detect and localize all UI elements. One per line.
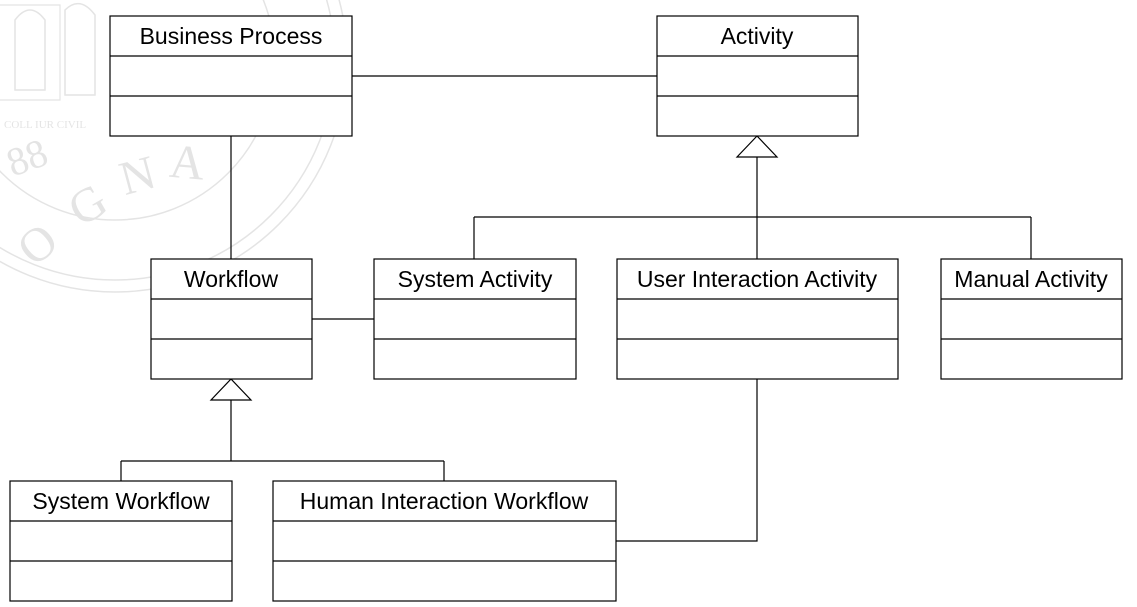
class-name-human-interaction-workflow: Human Interaction Workflow xyxy=(300,488,589,514)
class-name-activity: Activity xyxy=(721,23,794,49)
seal-letter-o: O xyxy=(7,213,68,276)
class-business-process: Business Process xyxy=(109,15,353,137)
seal-letter-n: N xyxy=(114,146,161,206)
class-manual-activity: Manual Activity xyxy=(940,258,1123,380)
seal-letter-g: G xyxy=(60,174,117,237)
connectors xyxy=(120,75,1032,542)
class-name-business-process: Business Process xyxy=(140,23,323,49)
class-activity: Activity xyxy=(656,15,859,137)
generalization-triangle-activity xyxy=(735,135,779,158)
seal-numerals: 88 xyxy=(0,129,53,185)
class-name-system-workflow: System Workflow xyxy=(32,488,210,514)
class-human-interaction-workflow: Human Interaction Workflow xyxy=(272,480,617,602)
class-name-system-activity: System Activity xyxy=(398,266,553,292)
generalization-triangle-workflow xyxy=(209,378,253,401)
class-name-user-interaction-activity: User Interaction Activity xyxy=(637,266,878,292)
class-workflow: Workflow xyxy=(150,258,313,380)
association-user-interaction-human-workflow xyxy=(616,379,758,542)
class-name-workflow: Workflow xyxy=(184,266,279,292)
class-name-manual-activity: Manual Activity xyxy=(954,266,1108,292)
seal-letter-a: A xyxy=(168,135,207,191)
seal-text: COLL IUR CIVIL xyxy=(4,119,86,131)
class-system-activity: System Activity xyxy=(373,258,577,380)
class-user-interaction-activity: User Interaction Activity xyxy=(616,258,899,380)
class-system-workflow: System Workflow xyxy=(9,480,233,602)
